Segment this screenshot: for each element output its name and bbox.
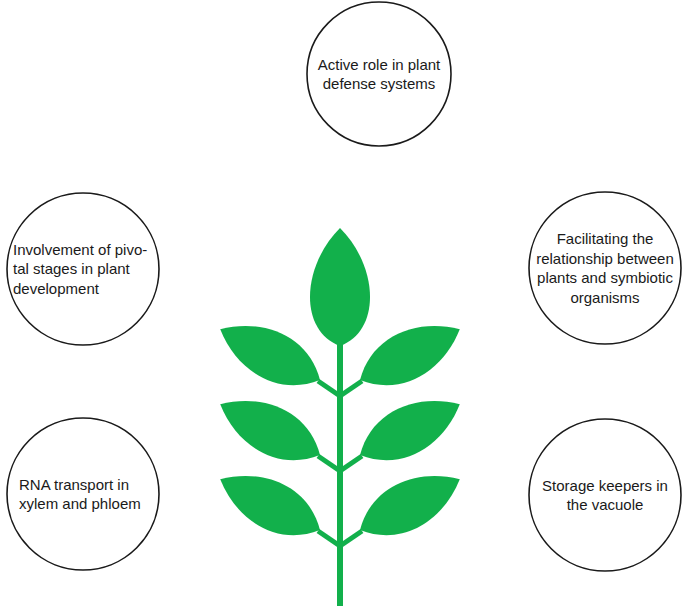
circle-content: Storage keepers in the vacuole — [528, 418, 682, 572]
node-text: Storage keepers in the vacuole — [539, 476, 671, 515]
circle-outline — [6, 417, 160, 571]
circle-shape — [529, 419, 681, 571]
text-group: Storage keepers in the vacuole — [539, 476, 671, 515]
branch — [340, 381, 362, 396]
circle-content: Facilitating the relationship between pl… — [528, 191, 682, 345]
node-text: Active role in plant defense systems — [315, 55, 443, 94]
leaf — [209, 458, 331, 552]
circle-shape — [529, 192, 681, 344]
circle-node: Facilitating the relationship between pl… — [528, 191, 682, 345]
circle-outline — [528, 418, 682, 572]
node-text: RNA transport in xylem and phloem — [19, 475, 147, 514]
circle-content: RNA transport in xylem and phloem — [6, 417, 160, 571]
circle-outline — [306, 1, 452, 147]
circle-node: Storage keepers in the vacuole — [528, 418, 682, 572]
leaf — [349, 308, 471, 402]
branch — [318, 381, 340, 396]
branch — [340, 531, 362, 546]
leaf — [349, 458, 471, 552]
branch — [340, 456, 362, 471]
circle-shape — [307, 2, 451, 146]
text-group: Active role in plant defense systems — [315, 55, 443, 94]
branch — [318, 456, 340, 471]
text-group: Facilitating the relationship between pl… — [530, 229, 680, 307]
circle-shape — [7, 193, 159, 345]
circle-node: RNA transport in xylem and phloem — [6, 417, 160, 571]
circle-node: Active role in plant defense systems — [306, 1, 452, 147]
leaf — [349, 383, 471, 477]
circle-outline — [528, 191, 682, 345]
node-text: Involvement of pivo- tal stages in plant… — [13, 240, 153, 299]
text-group: Involvement of pivo- tal stages in plant… — [13, 240, 153, 299]
leaf — [209, 383, 331, 477]
branch — [318, 531, 340, 546]
circle-content: Involvement of pivo- tal stages in plant… — [6, 192, 160, 346]
leaf — [209, 308, 331, 402]
circle-shape — [7, 418, 159, 570]
node-text: Facilitating the relationship between pl… — [530, 229, 680, 307]
circle-content: Active role in plant defense systems — [306, 1, 452, 147]
leaf — [310, 228, 370, 346]
text-group: RNA transport in xylem and phloem — [19, 475, 147, 514]
circle-node: Involvement of pivo- tal stages in plant… — [6, 192, 160, 346]
